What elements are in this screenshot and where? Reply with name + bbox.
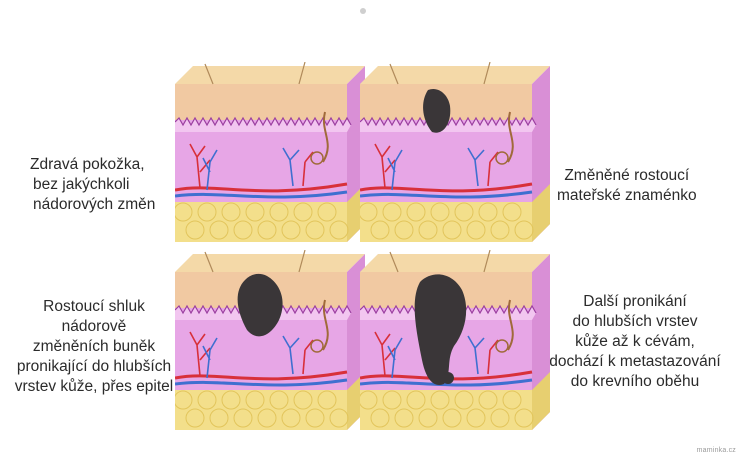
skin-block-tumor-cluster [175,250,365,440]
top-mark [360,8,366,14]
caption-metastasis: Další pronikání do hlubších vrstev kůže … [545,292,725,392]
caption-line: dochází k metastazování [545,352,725,372]
caption-line: mateřské znaménko [557,186,697,206]
skin-surface [360,66,550,84]
caption-line: Zdravá pokožka, [30,155,155,175]
caption-line: pronikající do hlubších [8,357,180,377]
watermark: maminka.cz [697,447,736,454]
caption-line: kůže až k cévám, [545,332,725,352]
skin-surface [175,66,365,84]
caption-line: Změněné rostoucí [557,166,697,186]
caption-line: do hlubších vrstev [545,312,725,332]
caption-line: bez jakýchkoli [30,175,155,195]
caption-line: nádorových změn [30,195,155,215]
epidermis-layer [175,84,347,122]
caption-healthy-skin: Zdravá pokožka, bez jakýchkoli nádorovýc… [30,155,155,215]
caption-growing-mole: Změněné rostoucí mateřské znaménko [557,166,697,206]
skin-surface [175,254,365,272]
skin-surface [360,254,550,272]
caption-line: vrstev kůže, přes epitel [8,377,180,397]
caption-line: Rostoucí shluk [8,297,180,317]
metastatic-cell [442,372,454,384]
caption-line: změněních buněk [8,337,180,357]
caption-tumor-cluster: Rostoucí shluk nádorově změněních buněk … [8,297,180,397]
caption-line: do krevního oběhu [545,372,725,392]
caption-line: nádorově [8,317,180,337]
skin-block-metastasis [360,250,550,440]
skin-block-mole [360,62,550,252]
skin-block-healthy [175,62,365,252]
caption-line: Další pronikání [545,292,725,312]
